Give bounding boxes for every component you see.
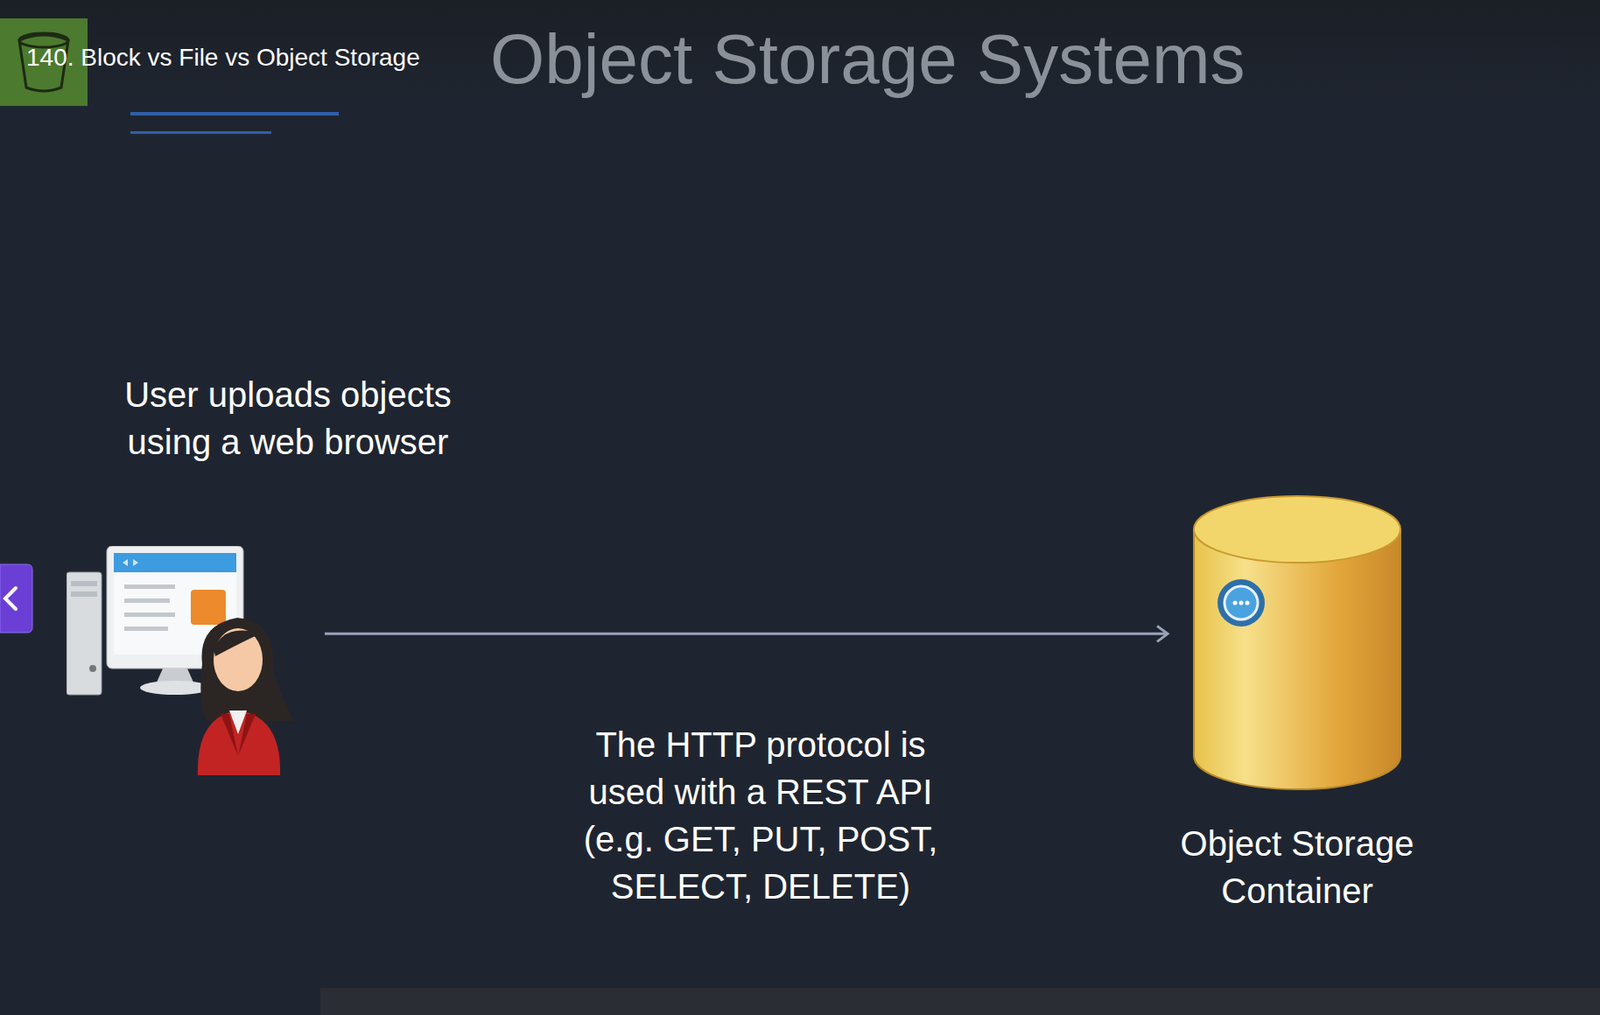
node-caption: Object Storage Container bbox=[1157, 820, 1438, 915]
storage-cylinder-art bbox=[1192, 494, 1403, 792]
storage-cylinder: Object Storage Container bbox=[1192, 494, 1403, 792]
title-underline bbox=[130, 112, 339, 116]
lecture-label: 140. Block vs File vs Object Storage bbox=[26, 43, 421, 72]
side-tab bbox=[0, 564, 33, 633]
subtitle-bar bbox=[320, 988, 1600, 1015]
chevron bbox=[5, 588, 16, 610]
edge-label: The HTTP protocol is used with a REST AP… bbox=[581, 721, 941, 911]
title-underline bbox=[130, 131, 272, 134]
http-arrow bbox=[324, 625, 1168, 642]
user-computer: User uploads objects using a web browser bbox=[66, 546, 322, 776]
user-computer-art bbox=[66, 546, 322, 776]
slide-title: Object Storage Systems bbox=[490, 19, 1246, 100]
node-caption: User uploads objects using a web browser bbox=[95, 371, 481, 466]
